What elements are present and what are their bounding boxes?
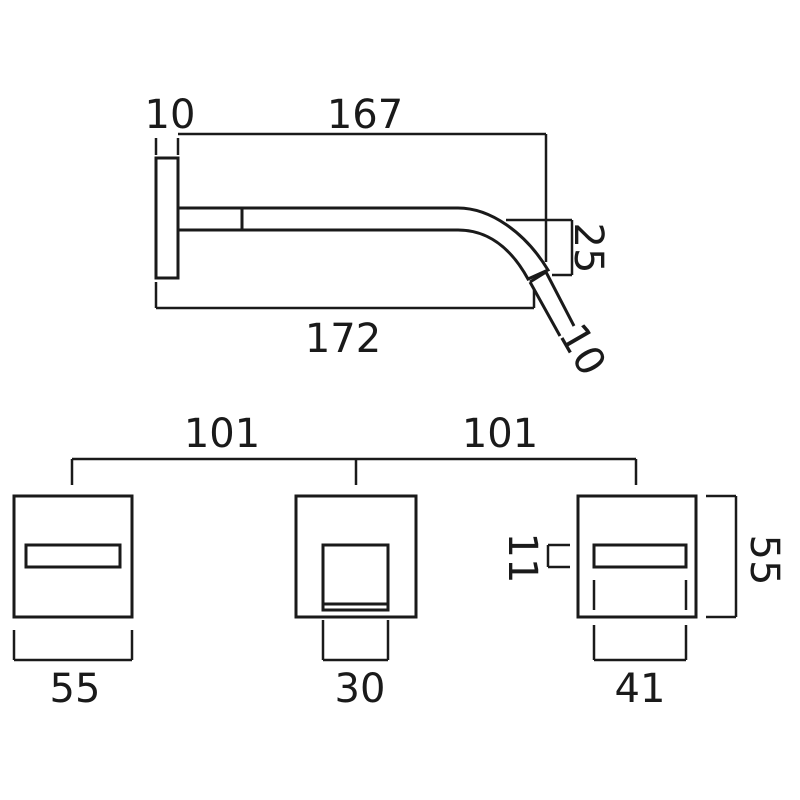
left-handle-width-label: 55 [50, 666, 101, 712]
lever-height-label: 11 [499, 533, 545, 584]
spout-reach-label: 167 [327, 92, 403, 138]
right-handle-plate [576, 494, 698, 619]
spout-outlet-rim [321, 602, 390, 612]
spout-collar [176, 206, 244, 232]
spout-pipe [242, 206, 551, 281]
plate-height-label: 55 [741, 535, 787, 586]
side-view: 10 167 25 10 172 [145, 92, 615, 384]
left-handle-lever [24, 543, 122, 569]
spout-plate [294, 494, 418, 619]
right-handle-width-label: 41 [615, 666, 666, 712]
spout-height-label: 25 [565, 223, 611, 274]
flange-thickness-label: 10 [145, 92, 196, 138]
centre-left-label: 101 [184, 411, 260, 457]
front-view: 101 101 55 30 41 11 55 [12, 411, 787, 712]
spout-opening-label: 30 [335, 666, 386, 712]
wall-flange [154, 156, 180, 280]
outlet-diameter-label: 10 [549, 316, 614, 383]
spout-outlet [528, 270, 576, 337]
overall-length-label: 172 [305, 316, 381, 362]
left-handle-plate [12, 494, 134, 619]
right-handle-lever [592, 543, 688, 569]
spout-outlet-front [321, 543, 390, 610]
centre-right-label: 101 [462, 411, 538, 457]
